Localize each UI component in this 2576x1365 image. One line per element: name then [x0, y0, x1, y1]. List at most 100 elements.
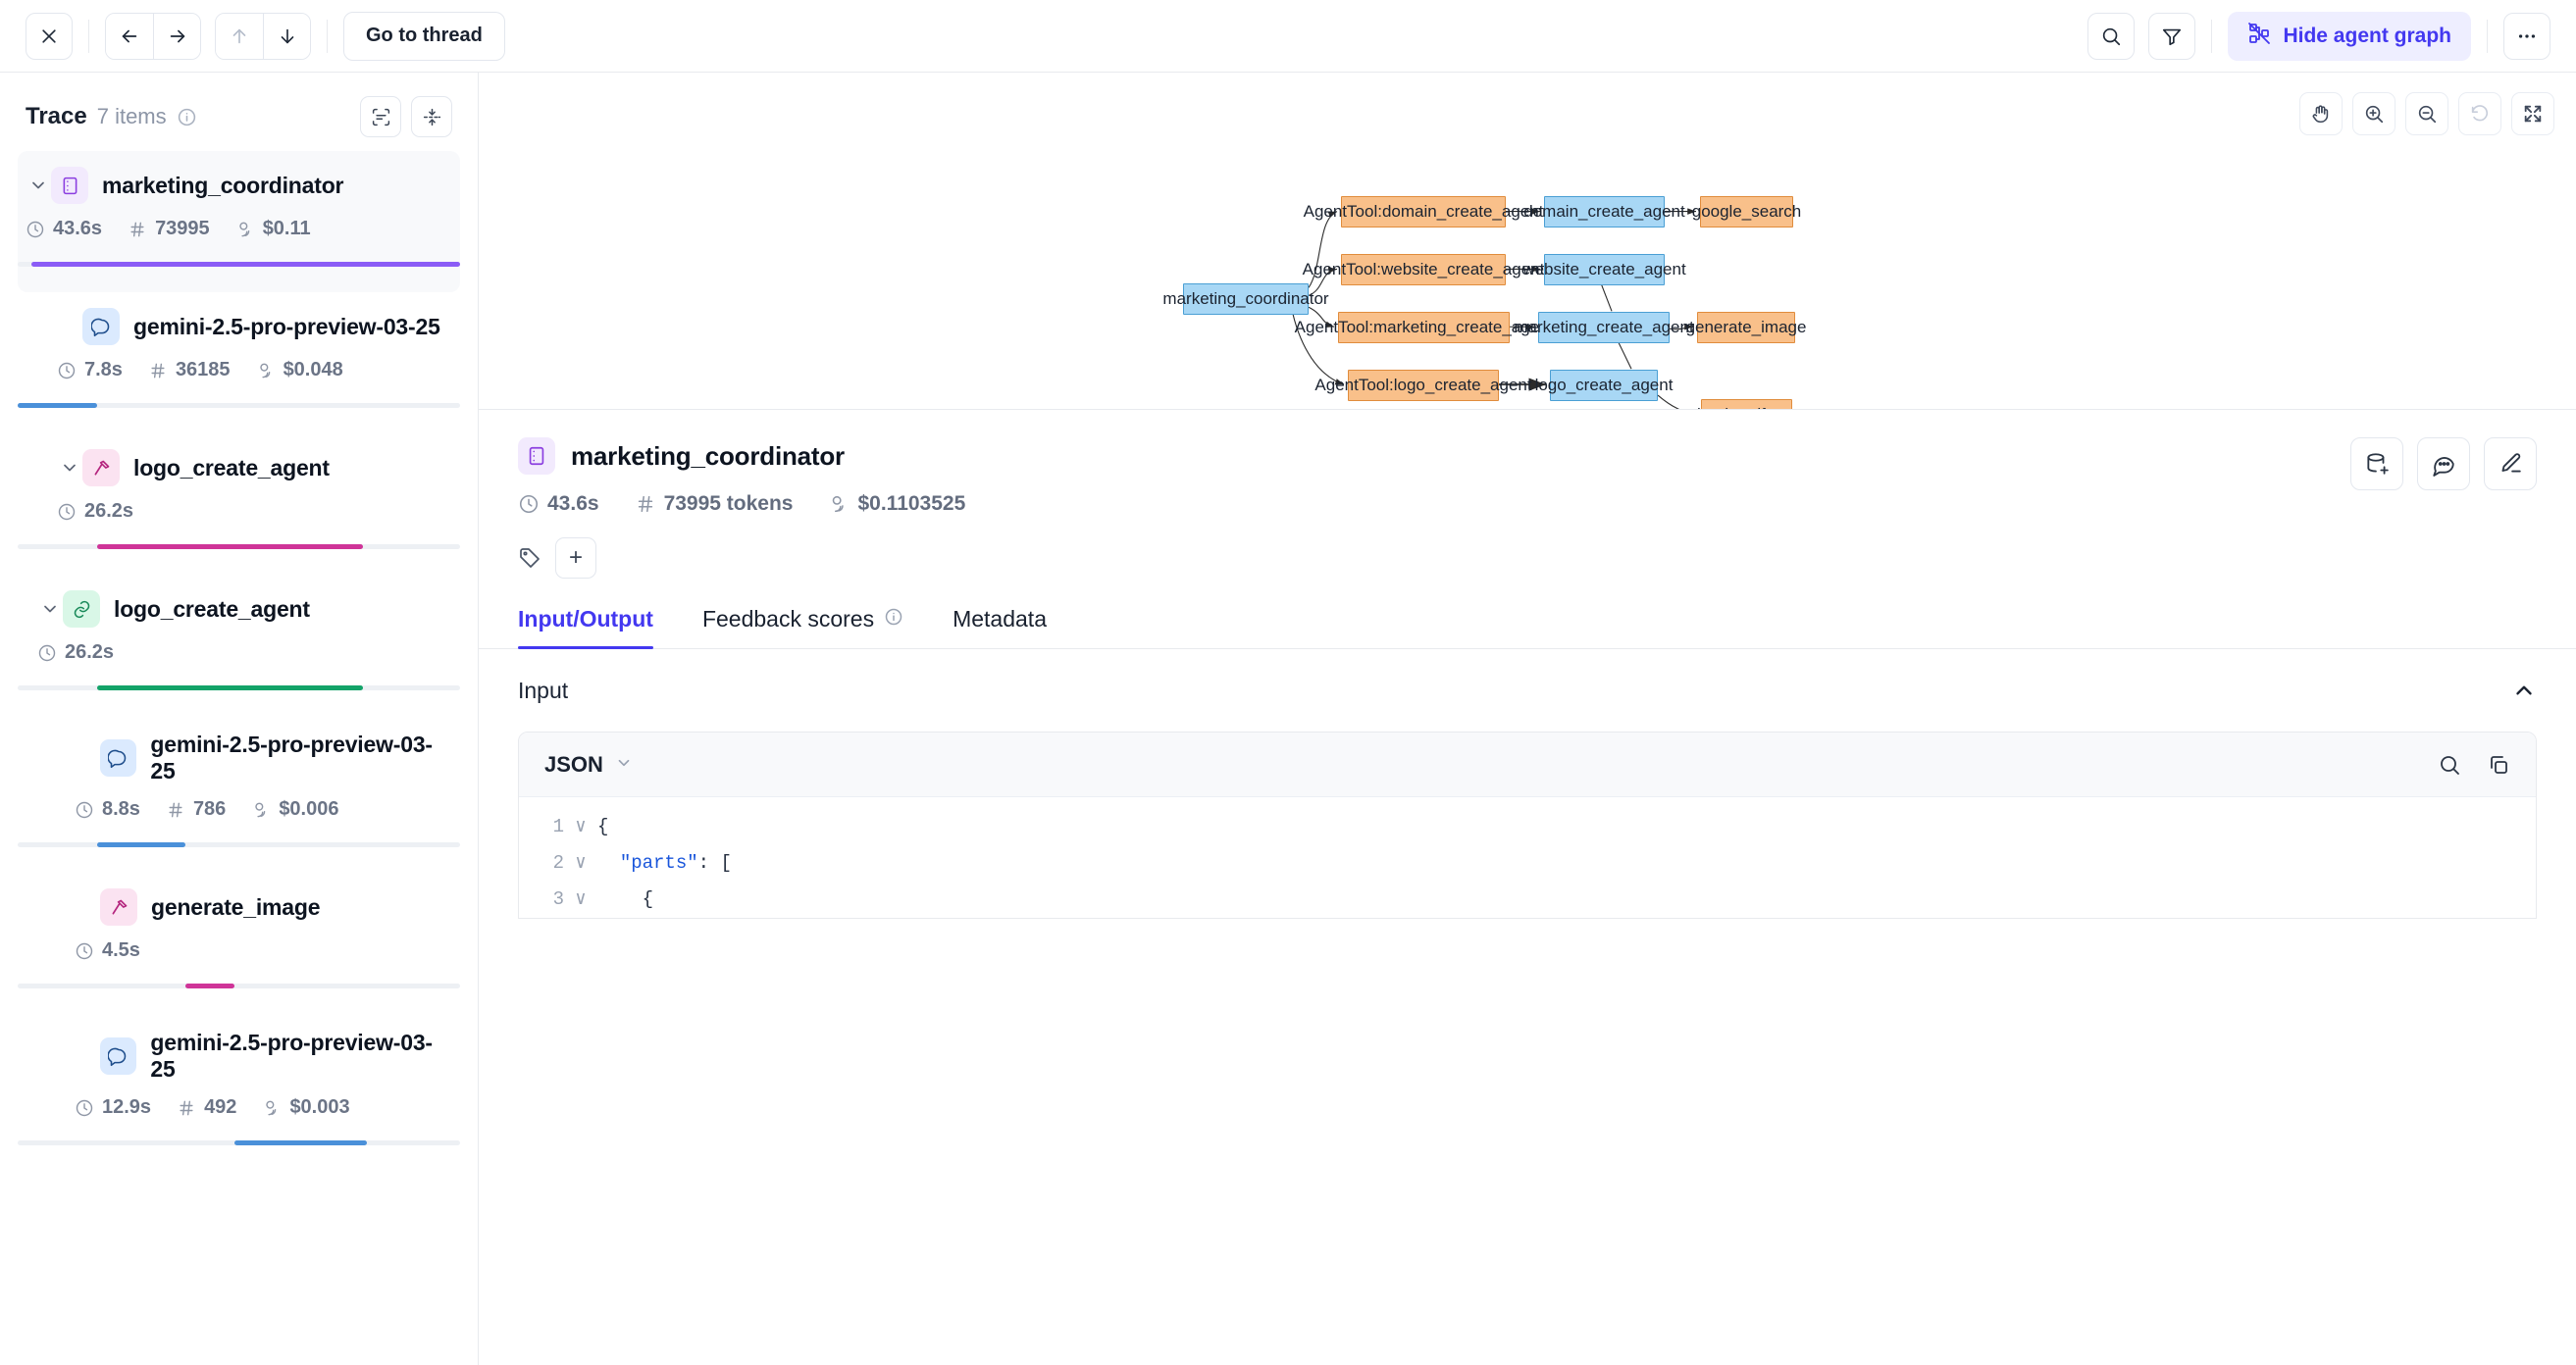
- graph-node-label: AgentTool:website_create_agent: [1302, 260, 1545, 278]
- row-timeline-bar: [97, 842, 186, 847]
- reset-icon[interactable]: [2458, 92, 2501, 135]
- trace-sidebar-header: Trace 7 items: [0, 73, 478, 151]
- graph-node-label: domain_create_agent: [1523, 202, 1685, 221]
- row-label: gemini-2.5-pro-preview-03-25: [133, 313, 440, 339]
- row-expand-chevron-icon[interactable]: [37, 599, 63, 619]
- row-duration-value: 12.9s: [102, 1096, 152, 1118]
- toolbar-divider-2: [327, 19, 328, 53]
- forward-button[interactable]: [153, 13, 200, 59]
- row-expand-chevron-icon[interactable]: [26, 176, 51, 195]
- row-duration-value: 7.8s: [84, 359, 123, 380]
- info-icon[interactable]: [884, 606, 903, 632]
- previous-row-button[interactable]: [216, 13, 263, 59]
- graph-node[interactable]: AgentTool:marketing_create_agent: [1295, 312, 1553, 343]
- agent-graph-panel[interactable]: marketing_coordinator AgentTool:domain_cr…: [479, 73, 2576, 410]
- info-icon[interactable]: [177, 107, 197, 127]
- span-title-row: marketing_coordinator: [518, 437, 2537, 475]
- graph-node[interactable]: AgentTool:logo_create_agent: [1314, 370, 1532, 401]
- zoom-out-icon[interactable]: [2405, 92, 2448, 135]
- row-expand-chevron-icon[interactable]: [57, 458, 82, 478]
- code-fold-chevron-icon[interactable]: ∨: [575, 852, 587, 874]
- graph-node-label: generate_image: [1685, 318, 1807, 336]
- row-tokens: 36185: [148, 359, 231, 381]
- row-timeline-bar: [97, 685, 363, 690]
- graph-node[interactable]: domain_create_agent: [1523, 196, 1685, 228]
- pan-hand-icon[interactable]: [2299, 92, 2343, 135]
- row-tokens-value: 73995: [155, 218, 210, 239]
- json-code-lines[interactable]: 1∨{2∨ "parts": [3∨ {: [519, 797, 2536, 918]
- fullscreen-icon[interactable]: [2511, 92, 2554, 135]
- json-format-select[interactable]: JSON: [544, 752, 633, 778]
- tab-label: Metadata: [953, 606, 1047, 632]
- comment-icon[interactable]: [2417, 437, 2470, 490]
- edit-icon[interactable]: [2484, 437, 2537, 490]
- add-tag-button[interactable]: +: [555, 537, 596, 579]
- search-button[interactable]: [2087, 12, 2136, 60]
- graph-node[interactable]: google_search: [1692, 196, 1801, 228]
- zoom-in-icon[interactable]: [2352, 92, 2396, 135]
- close-button[interactable]: [26, 12, 73, 60]
- history-nav-group: [105, 12, 201, 60]
- graph-node[interactable]: marketing_create_agent: [1514, 312, 1694, 343]
- graph-node[interactable]: AgentTool:website_create_agent: [1303, 254, 1544, 285]
- graph-node[interactable]: generate_image: [1686, 312, 1806, 343]
- next-row-button[interactable]: [263, 13, 310, 59]
- code-fold-chevron-icon[interactable]: ∨: [575, 816, 587, 837]
- graph-node-label: marketing_create_agent: [1514, 318, 1694, 336]
- input-label: Input: [518, 677, 569, 703]
- toolbar-divider-1: [88, 19, 89, 53]
- hide-agent-graph-button[interactable]: Hide agent graph: [2228, 11, 2471, 61]
- graph-node-label: AgentTool:marketing_create_agent: [1294, 318, 1554, 336]
- graph-node[interactable]: AgentTool:domain_create_agent: [1304, 196, 1543, 228]
- row-duration-value: 26.2s: [84, 500, 134, 522]
- chevron-up-icon[interactable]: [2511, 678, 2537, 703]
- expand-rows-icon[interactable]: [360, 96, 401, 137]
- graph-node[interactable]: marketing_coordinator: [1162, 283, 1329, 315]
- code-line-text: {: [642, 888, 654, 910]
- json-search-icon[interactable]: [2438, 753, 2461, 777]
- row-label: gemini-2.5-pro-preview-03-25: [150, 1030, 433, 1082]
- span-detail-header: marketing_coordinator 43.6s 73995 tokens…: [479, 410, 2576, 579]
- toolbar-divider-3: [2211, 19, 2213, 53]
- add-to-dataset-icon[interactable]: [2350, 437, 2403, 490]
- row-stats: 26.2s: [18, 500, 460, 523]
- json-viewer-toolbar: JSON: [519, 733, 2536, 797]
- span-cost-stat: $0.1103525: [828, 492, 965, 516]
- tab-feedback-scores[interactable]: Feedback scores: [702, 606, 903, 648]
- graph-edges: [1292, 208, 1696, 409]
- collapse-rows-icon[interactable]: [411, 96, 452, 137]
- row-tokens-value: 492: [204, 1096, 237, 1118]
- graph-node[interactable]: website_create_agent: [1522, 254, 1686, 285]
- code-fold-chevron-icon[interactable]: ∨: [575, 888, 587, 910]
- code-line: 3 ∨ {: [519, 882, 2536, 918]
- tab-metadata[interactable]: Metadata: [953, 606, 1047, 648]
- row-duration: 26.2s: [57, 500, 133, 523]
- input-output-section: Input JSON: [479, 649, 2576, 919]
- toolbar-divider-4: [2487, 19, 2488, 53]
- graph-node[interactable]: load_artifacts: [1697, 399, 1796, 409]
- row-duration-value: 8.8s: [102, 798, 140, 820]
- row-timeline-bar: [233, 1140, 368, 1145]
- graph-node[interactable]: logo_create_agent: [1535, 370, 1673, 401]
- filter-button[interactable]: [2148, 12, 2196, 60]
- back-button[interactable]: [106, 13, 153, 59]
- chevron-down-icon: [615, 752, 633, 778]
- graph-node-label: logo_create_agent: [1534, 376, 1674, 394]
- tab-input-output[interactable]: Input/Output: [518, 606, 653, 649]
- code-line-text: "parts": [: [619, 852, 732, 874]
- go-to-thread-button[interactable]: Go to thread: [343, 11, 505, 61]
- more-options-button[interactable]: [2503, 12, 2550, 60]
- json-copy-icon[interactable]: [2487, 753, 2510, 777]
- row-label: logo_create_agent: [114, 595, 310, 622]
- input-section-header[interactable]: Input: [518, 649, 2537, 732]
- code-line-number: 3: [552, 888, 564, 910]
